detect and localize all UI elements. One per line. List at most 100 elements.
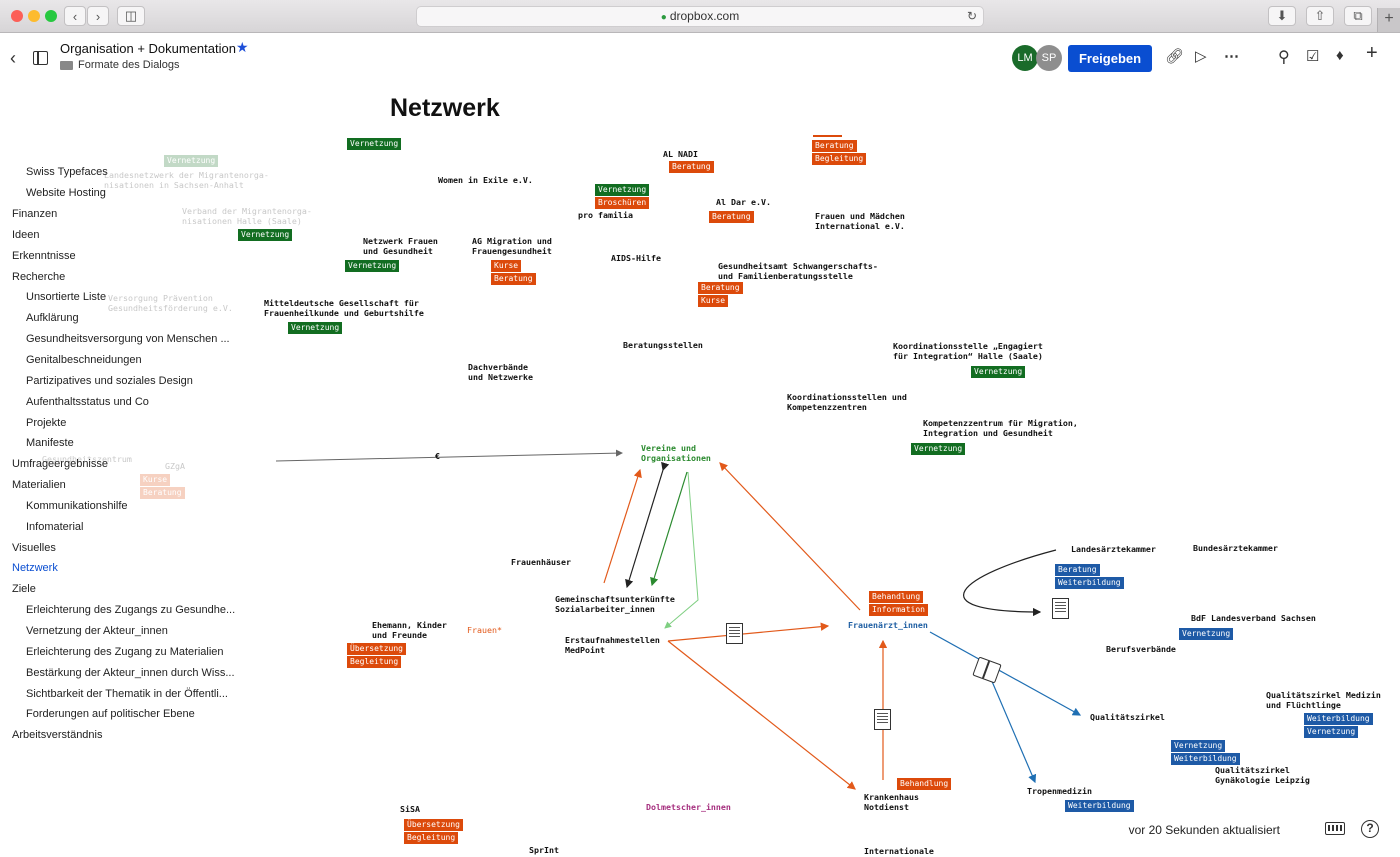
network-node[interactable]: Kompetenzzentrum für Migration, Integrat…: [923, 418, 1078, 438]
tag-weiterbildung[interactable]: Weiterbildung: [1065, 800, 1134, 812]
tag-kurse[interactable]: Kurse: [491, 260, 522, 272]
document-icon[interactable]: [874, 709, 891, 730]
network-node[interactable]: Dolmetscher_innen: [646, 802, 731, 812]
network-node[interactable]: Dachverbände und Netzwerke: [468, 362, 533, 382]
tag-begleitung[interactable]: Begleitung: [812, 153, 867, 165]
search-icon[interactable]: ⚲: [1278, 49, 1290, 66]
tag-weiterbildung[interactable]: Weiterbildung: [1304, 713, 1373, 725]
tag-vernetzung[interactable]: Vernetzung: [164, 155, 219, 167]
add-icon[interactable]: +: [1366, 42, 1378, 64]
help-icon[interactable]: ?: [1361, 820, 1379, 838]
network-node[interactable]: Gesundheitszentrum: [42, 454, 132, 464]
tag-vernetzung[interactable]: Vernetzung: [1171, 740, 1226, 752]
sidebar-item-zugang-gesundheit[interactable]: Erleichterung des Zugangs zu Gesundhe...: [26, 604, 236, 616]
sidebar-item-bestaerkung[interactable]: Bestärkung der Akteur_innen durch Wiss..…: [26, 667, 235, 679]
tag-behandlung[interactable]: Behandlung: [897, 778, 952, 790]
tag-beratung[interactable]: Beratung: [698, 282, 743, 294]
present-icon[interactable]: ▷: [1195, 48, 1207, 65]
tabs-overview-icon[interactable]: ⧉: [1344, 6, 1372, 26]
sidebar-item-aufklaerung[interactable]: Aufklärung: [26, 312, 79, 324]
tag-behandlung[interactable]: Behandlung: [869, 591, 924, 603]
notification-bell-icon[interactable]: ♦: [1336, 47, 1344, 64]
tag-broschueren[interactable]: Broschüren: [595, 197, 650, 209]
network-node[interactable]: Qualitätszirkel Gynäkologie Leipzig: [1215, 765, 1310, 785]
tag-vernetzung[interactable]: Vernetzung: [1304, 726, 1359, 738]
network-node[interactable]: Tropenmedizin: [1027, 786, 1092, 796]
sidebar-item-genitalbeschneidungen[interactable]: Genitalbeschneidungen: [26, 354, 142, 366]
back-arrow-icon[interactable]: ‹: [64, 6, 86, 26]
minimize-window-button[interactable]: [28, 10, 40, 22]
sidebar-item-erkenntnisse[interactable]: Erkenntnisse: [12, 250, 76, 262]
tag-information[interactable]: Information: [869, 604, 928, 616]
network-node[interactable]: Koordinationsstellen und Kompetenzzentre…: [787, 392, 907, 412]
network-node[interactable]: SiSA: [400, 804, 420, 814]
tag-vernetzung[interactable]: Vernetzung: [345, 260, 400, 272]
network-node[interactable]: GZgA: [165, 461, 185, 471]
tag-vernetzung[interactable]: Vernetzung: [347, 138, 402, 150]
network-node[interactable]: Versorgung Prävention Gesundheitsförderu…: [108, 293, 233, 313]
tag-vernetzung[interactable]: Vernetzung: [288, 322, 343, 334]
document-icon[interactable]: [726, 623, 743, 644]
network-node[interactable]: Verband der Migrantenorga- nisationen Ha…: [182, 206, 312, 226]
network-node[interactable]: Frauen und Mädchen International e.V.: [815, 211, 905, 231]
tag-kurse[interactable]: Kurse: [698, 295, 729, 307]
download-icon[interactable]: ⬇: [1268, 6, 1296, 26]
sidebar-item-forderungen[interactable]: Forderungen auf politischer Ebene: [26, 708, 195, 720]
network-node[interactable]: Qualitätszirkel: [1090, 712, 1165, 722]
sidebar-item-finanzen[interactable]: Finanzen: [12, 208, 58, 220]
tag-vernetzung[interactable]: Vernetzung: [238, 229, 293, 241]
new-tab-button[interactable]: +: [1377, 8, 1400, 32]
link-icon[interactable]: 🔗︎: [1165, 48, 1185, 65]
checklist-icon[interactable]: ☑: [1306, 48, 1320, 65]
sidebar-item-recherche[interactable]: Recherche: [12, 271, 66, 283]
sidebar-item-kommunikationshilfe[interactable]: Kommunikationshilfe: [26, 500, 128, 512]
tag-vernetzung[interactable]: Vernetzung: [911, 443, 966, 455]
sidebar-item-umfrageergebnisse[interactable]: Umfrageergebnisse: [12, 458, 108, 470]
sidebar-item-materialien[interactable]: Materialien: [12, 479, 66, 491]
tag-vernetzung[interactable]: Vernetzung: [1179, 628, 1234, 640]
network-node[interactable]: Koordinationsstelle „Engagiert für Integ…: [893, 341, 1043, 361]
network-node[interactable]: Krankenhaus Notdienst: [864, 792, 919, 812]
tag-weiterbildung[interactable]: Weiterbildung: [1171, 753, 1240, 765]
sidebar-item-partizipatives-design[interactable]: Partizipatives und soziales Design: [26, 375, 193, 387]
tag-beratung[interactable]: Beratung: [812, 140, 857, 152]
sidebar-item-visuelles[interactable]: Visuelles: [12, 542, 56, 554]
close-window-button[interactable]: [11, 10, 23, 22]
tag-vernetzung[interactable]: Vernetzung: [595, 184, 650, 196]
sidebar-item-zugang-materialien[interactable]: Erleichterung des Zugang zu Materialien: [26, 646, 224, 658]
network-node[interactable]: Women in Exile e.V.: [438, 175, 533, 185]
sidebar-item-projekte[interactable]: Projekte: [26, 417, 67, 429]
network-node[interactable]: Al Dar e.V.: [716, 197, 771, 207]
tag-beratung[interactable]: Beratung: [491, 273, 536, 285]
tag-beratung[interactable]: Beratung: [140, 487, 185, 499]
share-button[interactable]: Freigeben: [1068, 45, 1152, 72]
sidebar-toggle-icon[interactable]: ◫: [117, 6, 145, 26]
keyboard-shortcuts-icon[interactable]: [1325, 822, 1345, 835]
sidebar-panel-icon[interactable]: [33, 51, 48, 65]
network-node[interactable]: AL NADI: [663, 149, 698, 159]
back-chevron-icon[interactable]: ‹: [10, 48, 16, 68]
network-node[interactable]: Ehemann, Kinder und Freunde: [372, 620, 447, 640]
network-node[interactable]: Erstaufnahmestellen MedPoint: [565, 635, 660, 655]
sidebar-item-vernetzung-akteure[interactable]: Vernetzung der Akteur_innen: [26, 625, 168, 637]
avatar[interactable]: SP: [1036, 45, 1062, 71]
network-node[interactable]: Internationale: [864, 846, 934, 856]
sidebar-item-aufenthaltsstatus[interactable]: Aufenthaltsstatus und Co: [26, 396, 149, 408]
tag-uebersetzung[interactable]: Übersetzung: [404, 819, 463, 831]
network-node[interactable]: Gemeinschaftsunterkünfte Sozialarbeiter_…: [555, 594, 675, 614]
tag-vernetzung[interactable]: Vernetzung: [971, 366, 1026, 378]
sidebar-item-unsortierte-liste[interactable]: Unsortierte Liste: [26, 291, 107, 303]
sidebar-item-gesundheitsversorgung[interactable]: Gesundheitsversorgung von Menschen ...: [26, 333, 230, 345]
network-node[interactable]: AG Migration und Frauengesundheit: [472, 236, 552, 256]
tag-beratung[interactable]: Beratung: [709, 211, 754, 223]
reload-icon[interactable]: ↻: [966, 9, 977, 23]
avatar[interactable]: LM: [1012, 45, 1038, 71]
network-node[interactable]: SprInt: [529, 845, 559, 855]
network-node[interactable]: Mitteldeutsche Gesellschaft für Frauenhe…: [264, 298, 424, 318]
sidebar-item-infomaterial[interactable]: Infomaterial: [26, 521, 84, 533]
sidebar-item-ideen[interactable]: Ideen: [12, 229, 40, 241]
network-node[interactable]: pro familia: [578, 210, 633, 220]
network-node[interactable]: Netzwerk Frauen und Gesundheit: [363, 236, 438, 256]
tag-uebersetzung[interactable]: Übersetzung: [347, 643, 406, 655]
network-node[interactable]: Landesnetzwerk der Migrantenorga- nisati…: [104, 170, 269, 190]
